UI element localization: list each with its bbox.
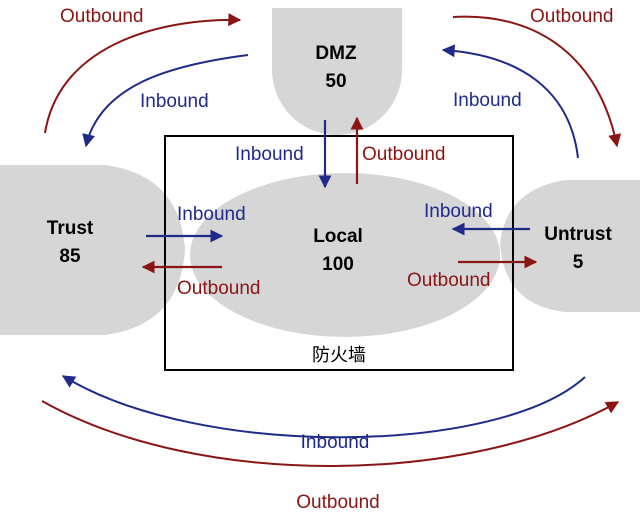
dmz-name: DMZ — [315, 43, 357, 64]
dmz-local-inbound-label: Inbound — [235, 144, 304, 165]
untrust-local-outbound-label: Outbound — [407, 270, 490, 291]
untrust-name: Untrust — [544, 224, 612, 245]
trust-untrust-outbound-arrow — [41, 400, 620, 467]
trust-local-outbound-label: Outbound — [177, 278, 260, 299]
untrust-local-inbound-label: Inbound — [424, 201, 493, 222]
dmz-local-outbound-label: Outbound — [362, 144, 445, 165]
firewall-label: 防火墙 — [312, 345, 366, 366]
dmz-untrust-outbound-label: Outbound — [530, 6, 613, 27]
untrust-zone-shape — [500, 180, 640, 312]
trust-untrust-inbound-arrow — [61, 375, 586, 439]
trust-name: Trust — [47, 218, 94, 239]
dmz-untrust-outbound-arrow — [452, 15, 622, 148]
trust-priority: 85 — [59, 246, 81, 267]
dmz-untrust-inbound-label: Inbound — [453, 90, 522, 111]
dmz-priority: 50 — [325, 71, 346, 92]
trust-local-inbound-label: Inbound — [177, 204, 246, 225]
local-zone-shape — [190, 173, 500, 337]
trust-untrust-inbound-label: Inbound — [301, 432, 370, 453]
trust-untrust-outbound-label: Outbound — [296, 492, 379, 513]
local-name: Local — [313, 226, 363, 247]
dmz-zone-shape — [272, 8, 402, 135]
trust-dmz-inbound-arrow — [82, 54, 249, 148]
local-priority: 100 — [322, 254, 354, 275]
firewall-box — [164, 135, 514, 371]
untrust-priority: 5 — [573, 252, 584, 273]
trust-zone-shape — [0, 165, 185, 335]
trust-dmz-outbound-arrow — [44, 13, 242, 134]
trust-dmz-outbound-label: Outbound — [60, 6, 143, 27]
trust-dmz-inbound-label: Inbound — [140, 91, 209, 112]
dmz-untrust-inbound-arrow — [441, 44, 579, 159]
